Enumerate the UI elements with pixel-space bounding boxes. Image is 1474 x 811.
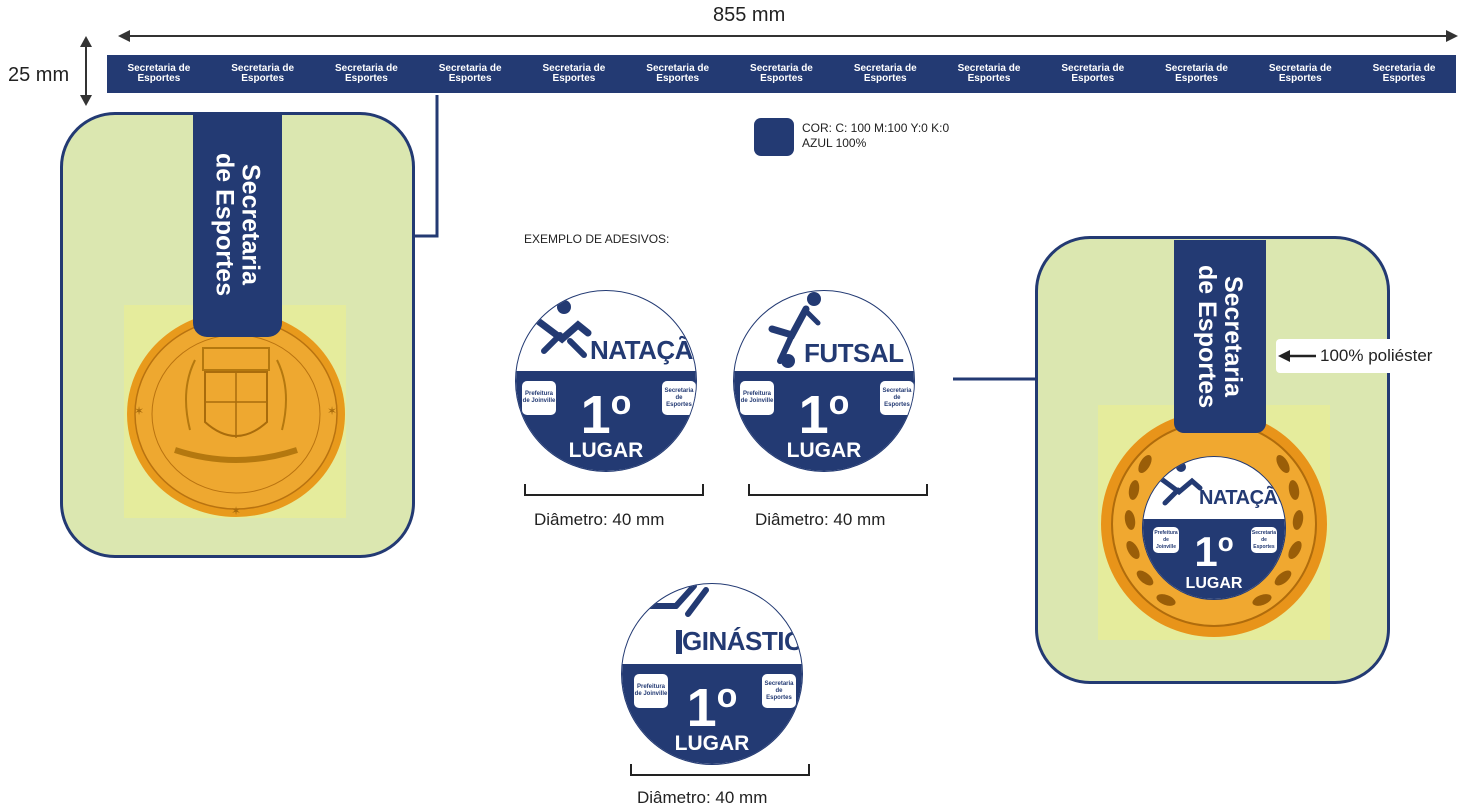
- swimmer-icon: [534, 300, 592, 358]
- ribbon-label: Secretaria de Esportes: [438, 63, 502, 84]
- prefeitura-logo: Prefeitura de Joinville: [634, 674, 668, 708]
- width-label: 855 mm: [713, 4, 786, 26]
- swimmer-icon: [1157, 462, 1203, 506]
- sticker-ginastica: GINÁSTICA 1o LUGAR Prefeitura de Joinvil…: [621, 583, 803, 765]
- material-callout: 100% poliéster: [1276, 339, 1452, 373]
- secretaria-logo: Secretaria de Esportes: [662, 381, 696, 415]
- ribbon-label: Secretaria de Esportes: [127, 63, 191, 84]
- ribbon-label: Secretaria de Esportes: [542, 63, 606, 84]
- width-dimension: [118, 24, 1458, 44]
- height-arrow-icon: [80, 36, 92, 106]
- stickers-heading: EXEMPLO DE ADESIVOS:: [524, 232, 670, 246]
- sticker-sport-label: NATAÇÃO: [590, 335, 696, 365]
- sticker-bottom-band: 1o LUGAR Prefeitura de Joinville Secreta…: [516, 371, 696, 471]
- prefeitura-logo: Prefeitura de Joinville: [740, 381, 774, 415]
- medal-left-strap: Secretaria de Esportes: [193, 112, 282, 337]
- sticker-sport-label: GINÁSTICA: [682, 626, 803, 656]
- diameter-bracket: [630, 764, 810, 776]
- ribbon-label: Secretaria de Esportes: [957, 63, 1021, 84]
- color-spec-line1: COR: C: 100 M:100 Y:0 K:0: [802, 121, 950, 135]
- sticker-place: 1o: [580, 384, 632, 445]
- sticker-place: 1o: [798, 384, 850, 445]
- strap-left-line2: de Esportes: [210, 152, 239, 297]
- ribbon: Secretaria de Esportes Secretaria de Esp…: [107, 55, 1456, 93]
- ribbon-label: Secretaria de Esportes: [646, 63, 710, 84]
- material-label: 100% poliéster: [1320, 346, 1433, 365]
- diameter-caption: Diâmetro: 40 mm: [755, 510, 886, 529]
- prefeitura-logo: Prefeitura de Joinville: [1153, 527, 1179, 553]
- sticker-place-label: LUGAR: [568, 439, 644, 462]
- svg-text:✶: ✶: [231, 504, 241, 518]
- soccer-player-icon: [768, 292, 821, 368]
- sticker-sport-label: FUTSAL: [804, 338, 904, 368]
- diameter-caption: Diâmetro: 40 mm: [637, 788, 768, 807]
- sticker-place: 1o: [1194, 527, 1234, 575]
- ribbon-label: Secretaria de Esportes: [334, 63, 398, 84]
- sticker-place-label: LUGAR: [786, 439, 862, 462]
- gymnast-icon: [639, 584, 709, 654]
- coat-of-arms-medal-icon: ✶ ✶ ✶: [127, 311, 345, 518]
- svg-text:✶: ✶: [327, 404, 337, 418]
- medal-right-strap: Secretaria de Esportes: [1174, 240, 1266, 433]
- medal-right-sticker: NATAÇÃO 1o LUGAR Prefeitura de Joinville…: [1142, 456, 1286, 600]
- secretaria-logo: Secretaria de Esportes: [762, 674, 796, 708]
- sticker-futsal: FUTSAL 1o LUGAR Prefeitura de Joinville …: [733, 290, 915, 472]
- width-arrow-icon: [118, 30, 1458, 42]
- ribbon-label: Secretaria de Esportes: [1165, 63, 1228, 84]
- strap-right-line1: Secretaria: [1219, 276, 1247, 397]
- ribbon-label: Secretaria de Esportes: [853, 63, 917, 84]
- color-spec: COR: C: 100 M:100 Y:0 K:0 AZUL 100%: [802, 121, 949, 151]
- sticker-natacao: NATAÇÃO 1o LUGAR Prefeitura de Joinville…: [515, 290, 697, 472]
- sticker-bottom-band: 1o LUGAR Prefeitura de Joinville Secreta…: [622, 664, 802, 764]
- ribbon-label: Secretaria de Esportes: [750, 63, 813, 84]
- prefeitura-logo: Prefeitura de Joinville: [522, 381, 556, 415]
- sticker-place: 1o: [686, 677, 738, 738]
- ribbon-label: Secretaria de Esportes: [231, 63, 295, 84]
- material-arrow-icon: [1278, 350, 1316, 362]
- sticker-place-label: LUGAR: [1185, 575, 1243, 592]
- sticker-place-label: LUGAR: [674, 732, 750, 755]
- ribbon-label: Secretaria de Esportes: [1372, 63, 1436, 84]
- height-dimension: [78, 36, 94, 106]
- ribbon-label: Secretaria de Esportes: [1061, 63, 1125, 84]
- sticker-bottom-band: 1o LUGAR Prefeitura de Joinville Secreta…: [1143, 519, 1285, 599]
- medal-left: ✶ ✶ ✶: [125, 310, 347, 518]
- ribbon-label: Secretaria de Esportes: [1268, 63, 1332, 84]
- height-label: 25 mm: [8, 64, 70, 86]
- color-spec-line2: AZUL 100%: [802, 136, 867, 150]
- sticker-sport-label: NATAÇÃO: [1199, 487, 1286, 509]
- strap-left-line1: Secretaria: [236, 164, 265, 285]
- sticker-bottom-band: 1o LUGAR Prefeitura de Joinville Secreta…: [734, 371, 914, 471]
- color-swatch: [754, 118, 794, 156]
- diameter-caption: Diâmetro: 40 mm: [534, 510, 665, 529]
- svg-text:✶: ✶: [134, 404, 144, 418]
- secretaria-logo: Secretaria de Esportes: [1251, 527, 1277, 553]
- strap-right-line2: de Esportes: [1193, 264, 1221, 409]
- diameter-bracket: [748, 484, 928, 496]
- secretaria-logo: Secretaria de Esportes: [880, 381, 914, 415]
- diameter-bracket: [524, 484, 704, 496]
